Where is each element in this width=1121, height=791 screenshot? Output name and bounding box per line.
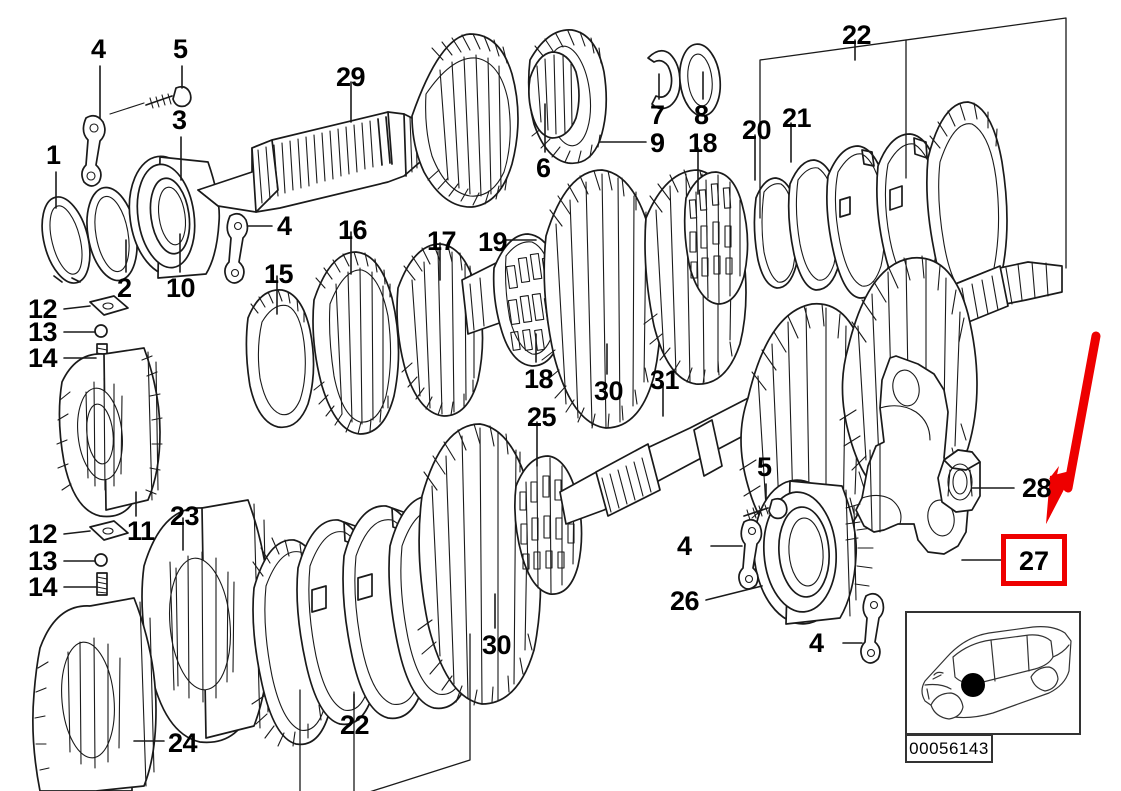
callout-7: 7 bbox=[650, 100, 665, 130]
callout-30-a: 30 bbox=[594, 376, 624, 406]
part-18-needle-bearing bbox=[683, 171, 749, 305]
callout-6: 6 bbox=[536, 153, 551, 183]
callout-2: 2 bbox=[117, 273, 132, 303]
part-14-spring-lower bbox=[96, 572, 108, 596]
part-11-sliding-sleeve bbox=[56, 347, 163, 518]
part-group-output-shaft bbox=[559, 255, 1063, 664]
part-18-gear-large bbox=[541, 169, 662, 429]
callout-1: 1 bbox=[46, 140, 61, 170]
part-13-ball-lower bbox=[94, 553, 108, 567]
part-4-retainer-tab-upper bbox=[81, 114, 106, 187]
part-2-shim-ring bbox=[86, 186, 138, 282]
part-group-lower-synchro-row bbox=[251, 423, 583, 791]
car-silhouette-icon bbox=[921, 626, 1072, 720]
part-group-lower-synchro bbox=[32, 295, 271, 791]
callout-18-b: 18 bbox=[524, 364, 554, 394]
part-12-key-plate-upper bbox=[89, 295, 129, 316]
callout-13-b: 13 bbox=[28, 546, 58, 576]
callout-15: 15 bbox=[264, 259, 294, 289]
callout-16: 16 bbox=[338, 215, 368, 245]
callout-9: 9 bbox=[650, 128, 665, 158]
callout-14-a: 14 bbox=[28, 343, 58, 373]
part-23-hub bbox=[141, 499, 271, 744]
part-30-gear-lower bbox=[417, 423, 542, 706]
callout-31: 31 bbox=[650, 365, 680, 395]
part-4-retainer-tab-lower-right bbox=[860, 592, 885, 664]
part-24-sliding-sleeve bbox=[32, 597, 157, 791]
callout-17: 17 bbox=[427, 226, 457, 256]
callout-23: 23 bbox=[170, 501, 200, 531]
part-12-key-plate-lower bbox=[89, 520, 129, 541]
part-5-bolt-lower bbox=[743, 497, 788, 521]
callout-12-a: 12 bbox=[28, 294, 58, 324]
part-4-retainer-tab-lower bbox=[224, 212, 249, 284]
callout-4-c: 4 bbox=[677, 531, 692, 561]
part-16-synchro-gear bbox=[312, 251, 400, 435]
part-13-ball-upper bbox=[94, 324, 108, 338]
callout-4-d: 4 bbox=[809, 628, 824, 658]
part-3-ball-bearing bbox=[128, 155, 221, 279]
part-29-input-shaft bbox=[197, 111, 421, 213]
callout-22-b: 22 bbox=[340, 710, 370, 740]
part-group-mainshaft-upper bbox=[245, 17, 1067, 435]
part-28-nut bbox=[937, 449, 981, 513]
callout-26: 26 bbox=[670, 586, 700, 616]
part-15-synchro-ring bbox=[245, 289, 315, 429]
callout-27: 27 bbox=[1019, 546, 1050, 576]
callout-25: 25 bbox=[527, 402, 557, 432]
bracket-22-top bbox=[759, 17, 1067, 269]
callout-4-b: 4 bbox=[277, 211, 292, 241]
red-arrow-pointer bbox=[1046, 331, 1101, 524]
diagram-id-box: 00056143 bbox=[905, 734, 993, 763]
callout-18-a: 18 bbox=[688, 128, 718, 158]
callout-3: 3 bbox=[172, 105, 187, 135]
part-27-bearing-flange bbox=[845, 355, 969, 555]
part-6-helical-gear bbox=[411, 33, 519, 208]
callout-12-b: 12 bbox=[28, 519, 58, 549]
part-4-retainer-tab-mid bbox=[738, 518, 763, 590]
diagram-id-label: 00056143 bbox=[909, 738, 989, 758]
part-8-washer-ring bbox=[678, 43, 722, 117]
callout-8: 8 bbox=[694, 100, 709, 130]
callout-14-b: 14 bbox=[28, 572, 58, 602]
vehicle-inset-box bbox=[905, 611, 1081, 735]
part-group-input-shaft bbox=[41, 29, 722, 284]
callout-11: 11 bbox=[127, 516, 155, 546]
location-dot-icon bbox=[961, 673, 985, 697]
callout-24: 24 bbox=[168, 728, 198, 758]
callout-5-b: 5 bbox=[757, 452, 772, 482]
callout-5-a: 5 bbox=[173, 34, 188, 64]
leader-lines bbox=[55, 39, 1015, 742]
part-7-snap-ring-small bbox=[647, 49, 681, 110]
callout-10: 10 bbox=[166, 273, 196, 303]
callout-29: 29 bbox=[336, 62, 366, 92]
callout-22-a: 22 bbox=[842, 20, 872, 50]
part-5-bolt-upper bbox=[109, 85, 192, 115]
bracket-22-lower bbox=[299, 633, 471, 791]
callout-20: 20 bbox=[742, 115, 772, 145]
highlight-box-part-27[interactable] bbox=[1001, 534, 1067, 586]
callout-28: 28 bbox=[1022, 473, 1052, 503]
part-6-needle-bearing bbox=[528, 51, 580, 139]
callout-21: 21 bbox=[782, 103, 812, 133]
callout-30-b: 30 bbox=[482, 630, 512, 660]
callout-13-a: 13 bbox=[28, 317, 58, 347]
callout-19: 19 bbox=[478, 227, 508, 257]
callout-4-a: 4 bbox=[91, 34, 106, 64]
